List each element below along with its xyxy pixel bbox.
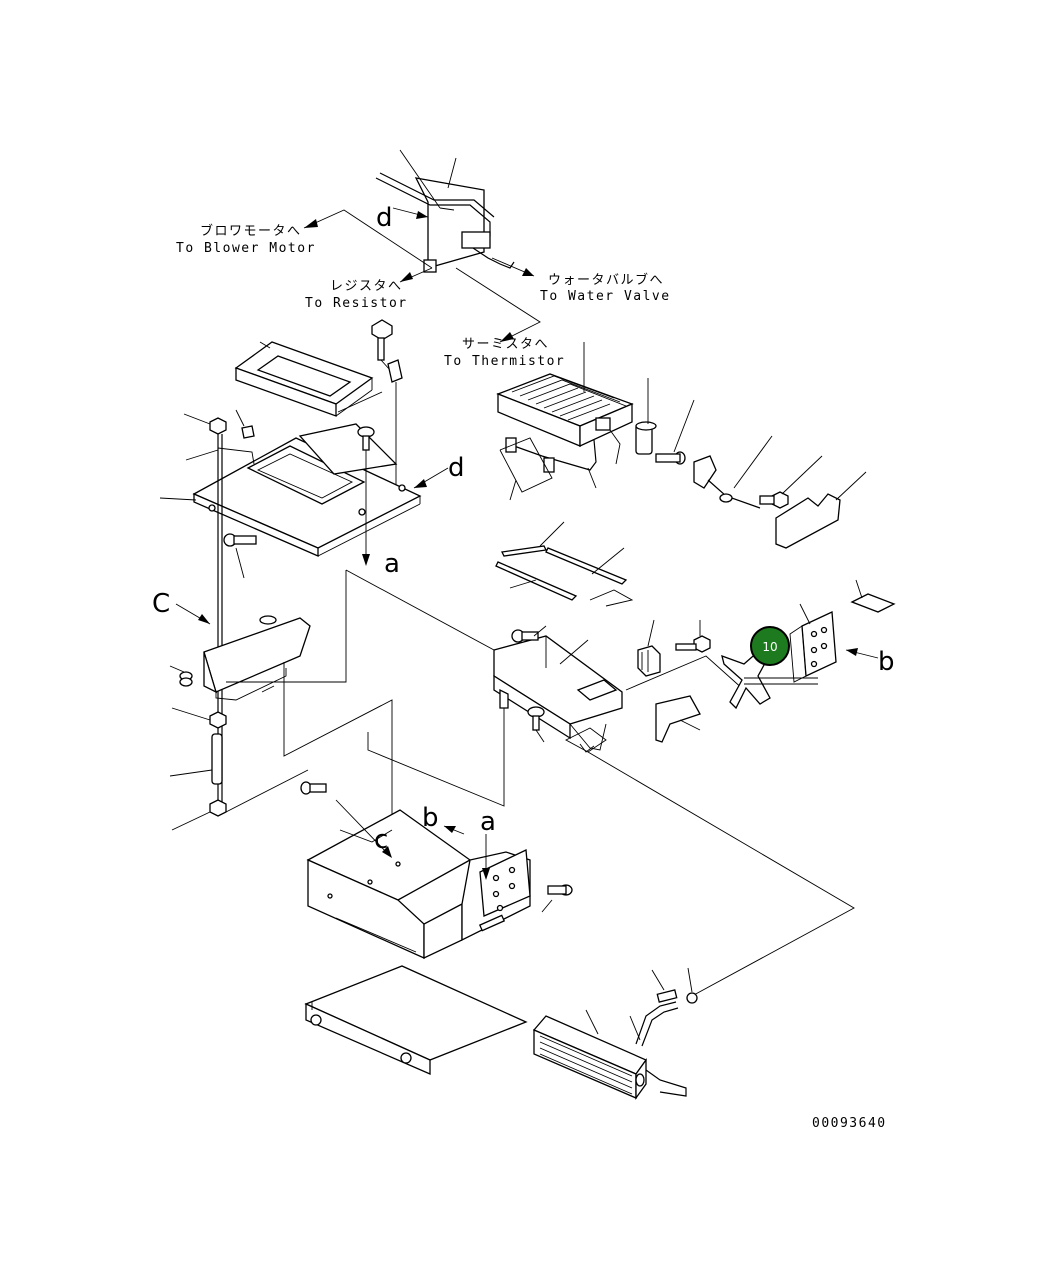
hotspot-10[interactable]: 10 (750, 626, 790, 666)
pipe-fitting (629, 967, 698, 1047)
label-water-en: To Water Valve (540, 289, 671, 304)
label-resistor-en: To Resistor (305, 296, 408, 311)
nut-left-lower (209, 799, 227, 817)
connector-bracket-assembly (375, 149, 515, 273)
label-resistor-jp: レジスタへ (330, 279, 403, 294)
drawing-number: 00093640 (812, 1116, 887, 1131)
view-marker-d-top: d (376, 203, 393, 233)
seal-strips (495, 521, 634, 607)
bolt-case-right (541, 884, 573, 913)
view-marker-c-left: C (152, 589, 170, 619)
valve-clip (635, 378, 657, 455)
thermistor-sensor (499, 437, 597, 501)
view-marker-b-low: b (422, 803, 439, 833)
view-marker-b-right: b (878, 647, 895, 677)
bracket-plate-b (789, 603, 837, 683)
filter-frame (234, 341, 383, 417)
view-marker-c-low: c (374, 825, 388, 855)
thermostat-unit (496, 342, 634, 465)
clip-small (241, 425, 255, 439)
spring-clip (169, 665, 193, 687)
heater-case (306, 809, 531, 960)
mounting-plate-right (775, 493, 841, 549)
gasket-strip (211, 733, 223, 785)
rubber-mount (637, 619, 661, 677)
screw-cover (357, 426, 375, 566)
bolt-mid-left (223, 533, 257, 579)
nut-left-middle (209, 711, 227, 729)
bolt-right-2 (759, 455, 823, 509)
bolt-upper (371, 319, 403, 490)
label-water-jp: ウォータバルブへ (548, 272, 664, 288)
label-blower-jp: ブロワモータへ (200, 223, 302, 239)
view-marker-a-low: a (480, 807, 496, 837)
label-blower-en: To Blower Motor (176, 241, 316, 256)
hotspot-10-label: 10 (762, 640, 777, 654)
damper-lever (655, 695, 701, 743)
screw-frame (511, 625, 547, 643)
label-thermistor-en: To Thermistor (444, 354, 565, 369)
main-frame (493, 635, 623, 753)
lever-clamp (693, 435, 773, 509)
nut-left-upper (183, 413, 227, 435)
view-marker-d-right: d (448, 453, 465, 483)
bolt-case-left (300, 781, 327, 795)
pad-square (850, 593, 896, 613)
heater-core (532, 1009, 687, 1101)
label-thermistor-jp: サーミスタへ (462, 337, 549, 352)
screw-right-1 (655, 399, 695, 465)
duct-bracket (203, 615, 311, 701)
bolt-mount (675, 620, 711, 653)
screw-frame-lower (527, 706, 545, 743)
bottom-cover (304, 965, 528, 1075)
view-marker-a-mid: a (384, 549, 400, 579)
cover-plate (192, 423, 422, 557)
